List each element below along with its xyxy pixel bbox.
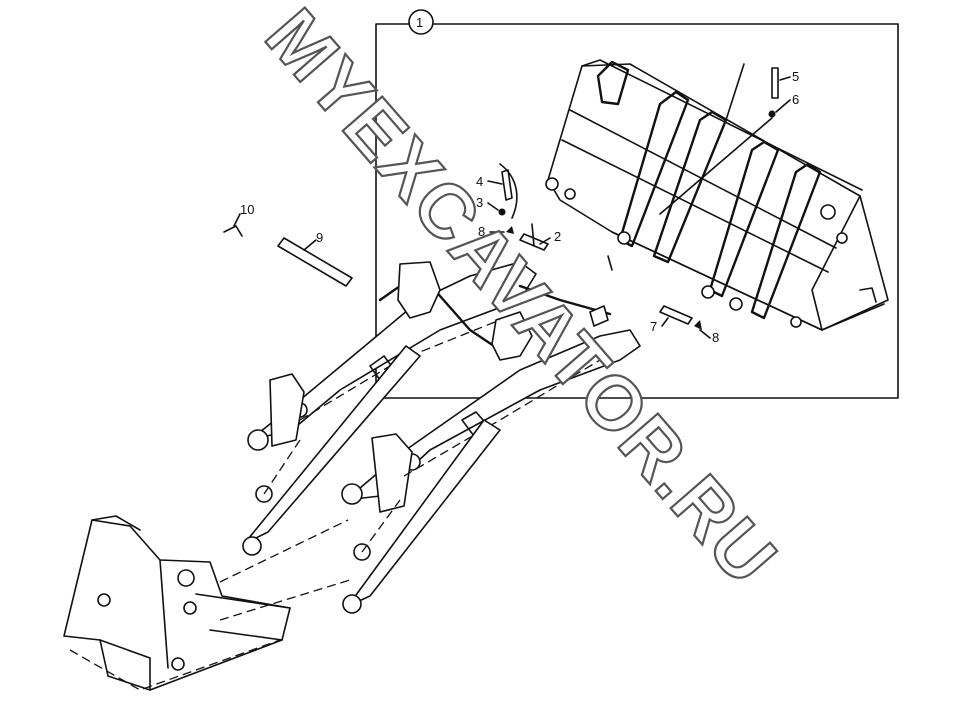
- callout-6: 6: [792, 92, 799, 107]
- callout-8b: 8: [712, 330, 719, 345]
- watermark-text: MYEXCAVATOR.RU: [249, 0, 793, 601]
- callout-7: 7: [650, 319, 657, 334]
- callout-2: 2: [554, 229, 561, 244]
- small-parts: [223, 67, 779, 330]
- boom-arms: [247, 261, 641, 513]
- callout-9: 9: [316, 230, 323, 245]
- callout-1: 1: [416, 15, 423, 30]
- bucket: [545, 59, 889, 331]
- callout-8a: 8: [478, 224, 485, 239]
- callout-3: 3: [476, 195, 483, 210]
- callout-labels: 1 2 3 4 5 6 7 8 8 9 10: [240, 15, 799, 345]
- callout-4: 4: [476, 174, 483, 189]
- bucket-detail-frame: [375, 9, 899, 399]
- callout-10: 10: [240, 202, 254, 217]
- lift-cylinders: [242, 345, 501, 614]
- mounting-frame: [63, 515, 351, 691]
- callout-5: 5: [792, 69, 799, 84]
